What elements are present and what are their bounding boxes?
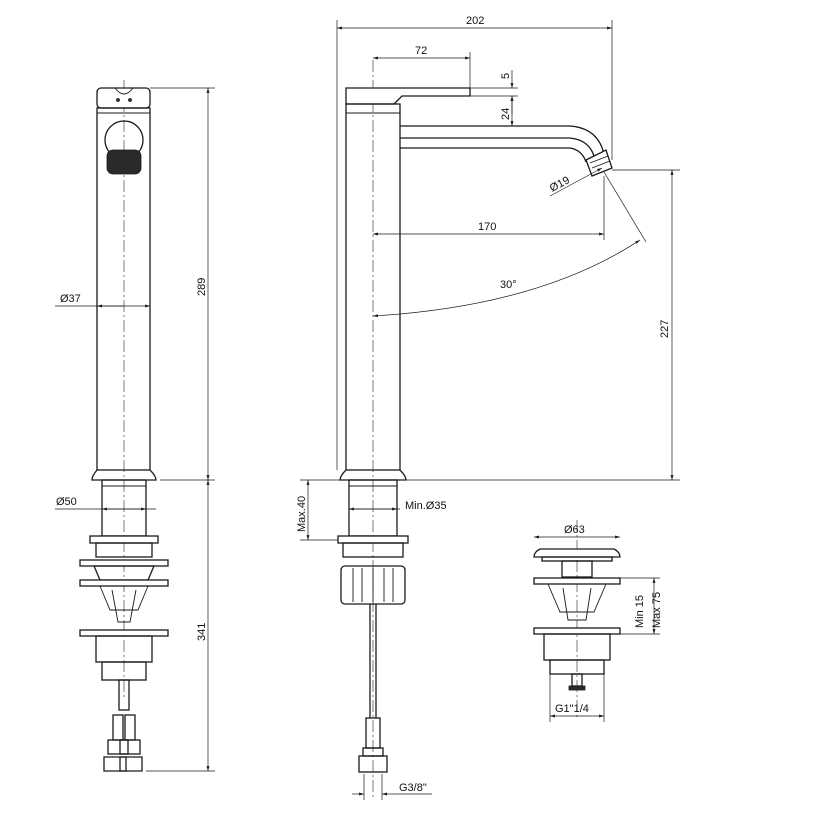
dim-max-deck: Max.40 xyxy=(296,496,308,532)
dim-spout-reach: 170 xyxy=(478,221,496,233)
dim-lever-thickness: 5 xyxy=(500,73,512,79)
front-body xyxy=(96,107,151,471)
dim-plug-diameter: Ø63 xyxy=(564,524,585,536)
dim-under-height: 341 xyxy=(196,623,208,641)
side-nut xyxy=(340,565,406,605)
dim-lever-height: 24 xyxy=(500,108,512,120)
dim-body-height: 289 xyxy=(196,278,208,296)
side-spout xyxy=(400,125,605,157)
dim-overall-reach: 202 xyxy=(466,15,484,27)
front-dimensions: 289 341 Ø37 Ø50 xyxy=(55,87,215,772)
dim-max-thickness: Max 75 xyxy=(651,592,663,628)
side-dimensions: 202 72 5 24 Ø19 170 30° 227 Max.4 xyxy=(296,15,680,800)
dim-waste-thread: G1"1/4 xyxy=(555,703,589,715)
dim-spout-height: 227 xyxy=(659,320,671,338)
waste-view xyxy=(533,520,621,720)
dim-min-hole: Min.Ø35 xyxy=(405,500,447,512)
front-view xyxy=(79,80,169,772)
dim-aerator-diameter: Ø19 xyxy=(548,174,572,194)
front-lever xyxy=(96,87,151,109)
dim-inlet-thread: G3/8" xyxy=(399,782,427,794)
side-lever xyxy=(345,87,471,105)
front-aerator xyxy=(106,149,142,175)
dim-swivel-angle: 30° xyxy=(500,279,517,291)
dim-min-thickness: Min 15 xyxy=(634,595,646,628)
waste-dimensions: Ø63 Min 15 Max 75 G1"1/4 xyxy=(534,524,663,722)
dim-base-diameter: Ø50 xyxy=(56,496,77,508)
dim-lever-length: 72 xyxy=(415,45,427,57)
dim-body-diameter: Ø37 xyxy=(60,293,81,305)
waste-plug xyxy=(533,548,621,558)
